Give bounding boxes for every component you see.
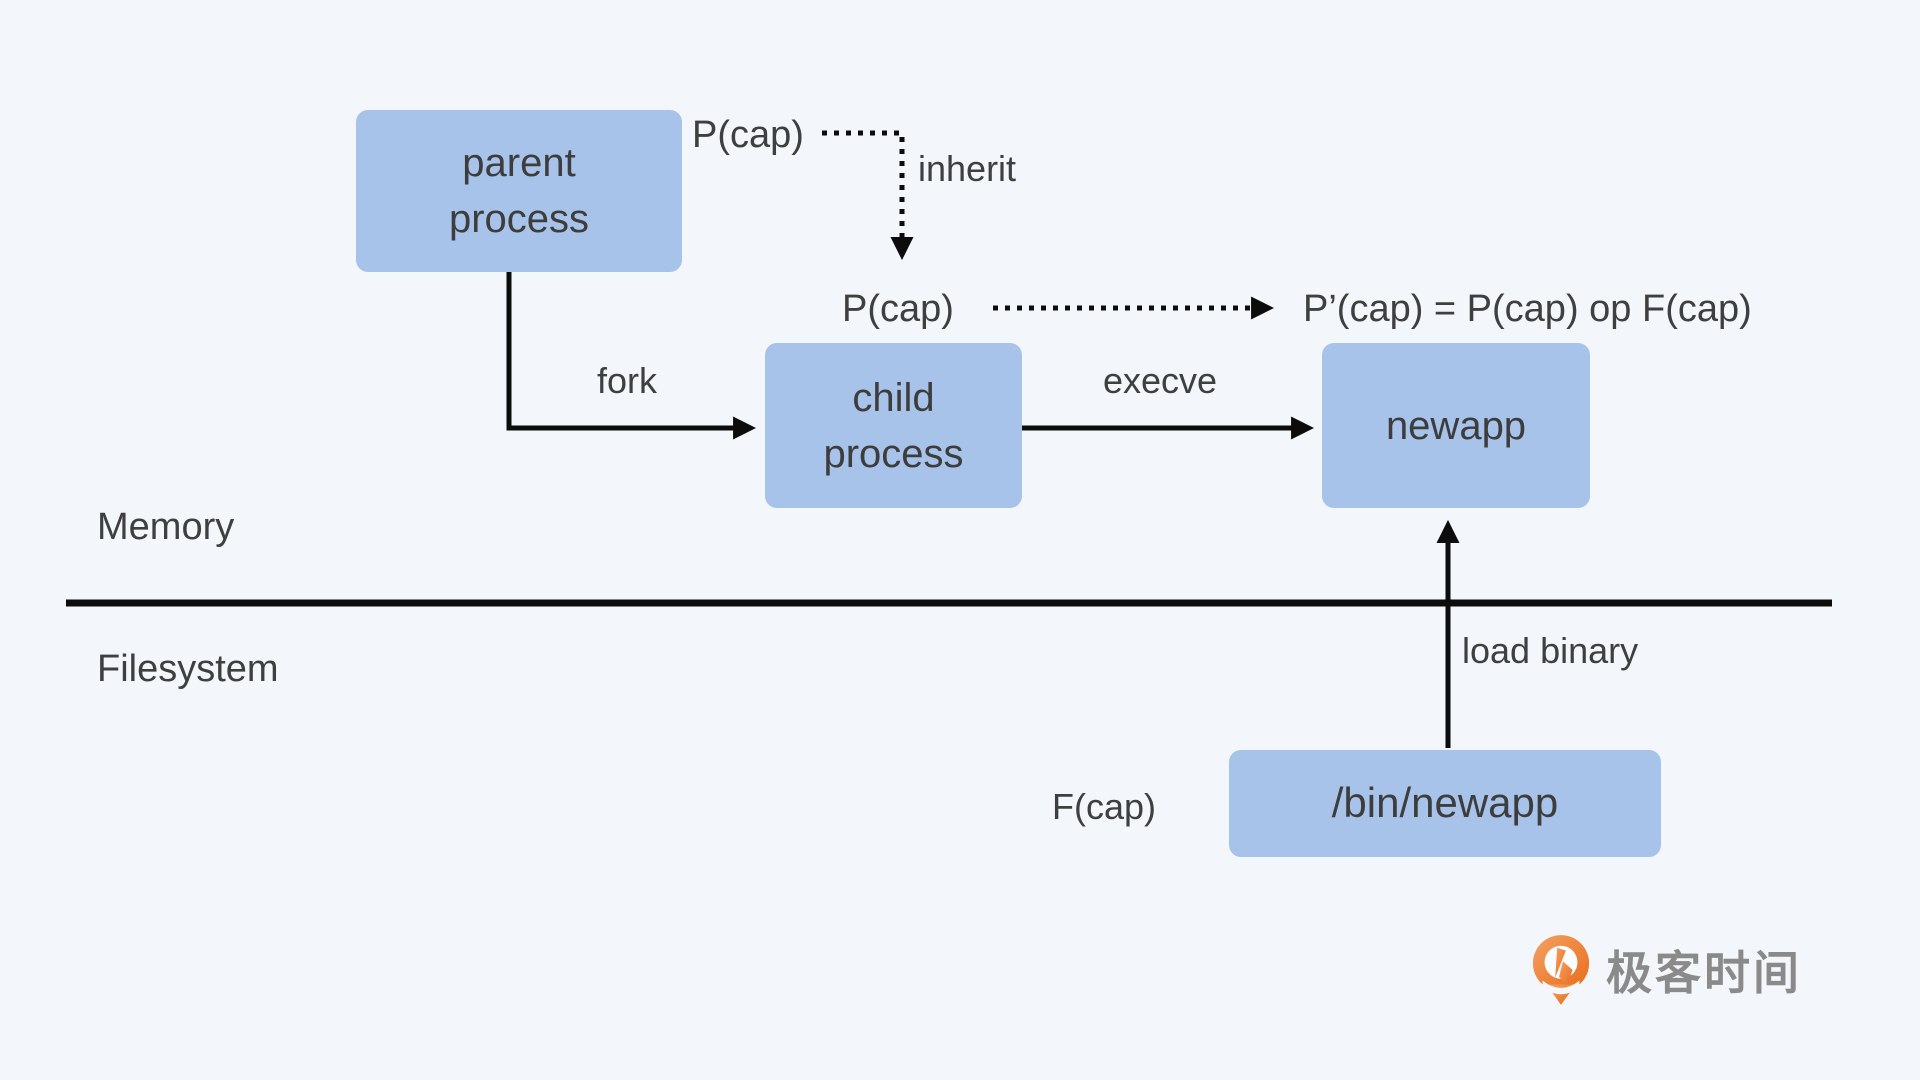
memory-region-label: Memory	[97, 506, 235, 548]
capability-formula-label: P’(cap) = P(cap) op F(cap)	[1303, 288, 1752, 330]
filesystem-region-label: Filesystem	[97, 648, 279, 690]
child-process-node: child process	[765, 343, 1022, 508]
fork-arrow	[506, 272, 757, 440]
geektime-logo-text: 极客时间	[1606, 947, 1802, 999]
execve-label: execve	[1103, 360, 1218, 401]
geektime-pin-icon	[1532, 935, 1590, 1005]
load-binary-label: load binary	[1462, 630, 1639, 671]
geektime-logo: 极客时间	[1530, 933, 1802, 1007]
newapp-node: newapp	[1322, 343, 1590, 508]
parent-process-node: parent process	[356, 110, 682, 272]
bin-newapp-node: /bin/newapp	[1229, 750, 1661, 857]
parent-pcap-label: P(cap)	[692, 114, 804, 156]
fcap-label: F(cap)	[1052, 786, 1157, 827]
inherit-dotted-arrow	[822, 130, 914, 261]
child-pcap-label: P(cap)	[842, 288, 954, 330]
inherit-label: inherit	[918, 148, 1017, 189]
fork-label: fork	[597, 360, 658, 401]
